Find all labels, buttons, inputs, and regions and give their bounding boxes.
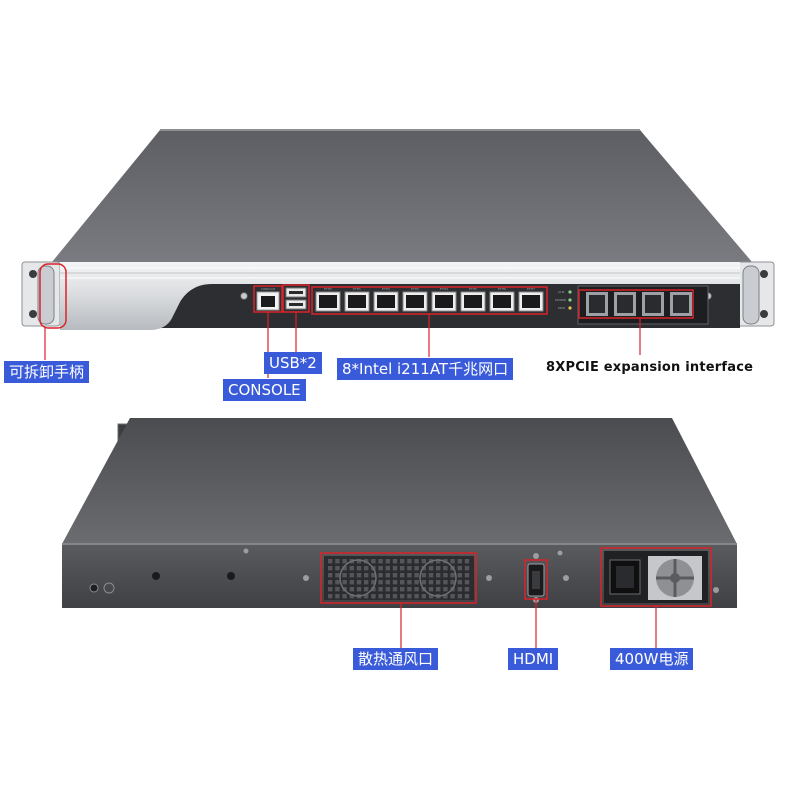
- power-supply: [604, 551, 708, 603]
- front-chassis: CONSOLE ETH0 ETH1 ETH2 ETH3 ETH4 ETH5 ETH6 ETH7…: [21, 129, 775, 330]
- console-label: CONSOLE: [223, 379, 306, 401]
- ethernet-port-label: ETH5: [469, 287, 477, 291]
- ethernet-port: ETH2: [373, 287, 399, 312]
- rear-leader-lines: [400, 599, 657, 648]
- ethernet-port: ETH6: [489, 287, 515, 312]
- expansion-highlight: [578, 289, 694, 319]
- hdmi-label: HDMI: [508, 648, 559, 670]
- led-label-pwr: PWR: [558, 306, 565, 310]
- ethernet-port: ETH0: [315, 287, 341, 312]
- ethernet-ports: ETH0 ETH1 ETH2 ETH3 ETH4 ETH5 ETH6 ETH7: [315, 287, 544, 312]
- led-label-alm: ALM: [558, 290, 565, 294]
- console-port-text: CONSOLE: [261, 287, 276, 291]
- usb-label: USB*2: [264, 352, 322, 374]
- handle-highlight: [39, 263, 67, 329]
- ethernet-port-label: ETH2: [382, 287, 390, 291]
- ethernet-port-label: ETH1: [353, 287, 361, 291]
- silver-faceplate: [60, 262, 740, 330]
- hdmi-port: [527, 553, 545, 603]
- led-label-power: POWER: [555, 298, 566, 302]
- ethernet-port: ETH3: [402, 287, 428, 312]
- ethernet-port-label: ETH7: [527, 287, 535, 291]
- front-top-lid: [52, 130, 752, 262]
- front-right-ear: [737, 261, 775, 327]
- vent-grille: [324, 556, 474, 600]
- ethernet-port-label: ETH4: [440, 287, 448, 291]
- rear-chassis: [62, 418, 737, 608]
- ethernet-port: ETH7: [518, 287, 544, 312]
- rear-top-lid: [62, 418, 737, 544]
- ethernet-port-label: ETH3: [411, 287, 419, 291]
- psu-label: 400W电源: [610, 648, 694, 670]
- ethernet-port: ETH5: [460, 287, 486, 312]
- status-leds: ALM POWER PWR: [555, 290, 572, 310]
- usb-ports: [285, 287, 307, 310]
- lan-label: 8*Intel i211AT千兆网口: [337, 358, 514, 380]
- vent-label: 散热通风口: [353, 648, 439, 670]
- expansion-label: 8XPCIE expansion interface: [546, 360, 754, 375]
- ethernet-port-label: ETH0: [324, 287, 332, 291]
- ethernet-port: ETH4: [431, 287, 457, 312]
- vent-highlight: [320, 552, 477, 604]
- handle-label: 可拆卸手柄: [4, 361, 90, 383]
- console-port: CONSOLE: [256, 287, 280, 311]
- ethernet-port-label: ETH6: [498, 287, 506, 291]
- front-left-ear: [21, 261, 61, 327]
- ethernet-port: ETH1: [344, 287, 370, 312]
